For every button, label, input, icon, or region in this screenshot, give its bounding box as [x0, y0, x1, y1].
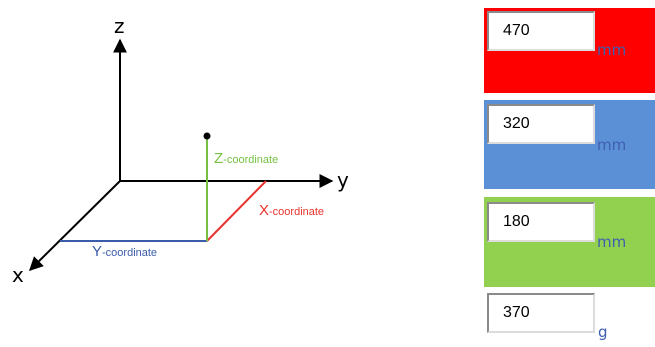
z-coordinate-label: Z-coordinate	[214, 150, 278, 167]
x-coordinate-line	[206, 180, 267, 242]
weight-panel: g	[484, 293, 655, 347]
x-value-input[interactable]	[487, 11, 595, 51]
y-unit-label: mm	[597, 136, 627, 154]
z-value-input[interactable]	[487, 202, 595, 242]
weight-unit-label: g	[598, 323, 608, 341]
x-value-panel: mm	[484, 8, 655, 93]
x-unit-label: mm	[597, 41, 627, 59]
coordinate-diagram: z y x Z-coordinate X-coordinate Y-coordi…	[12, 14, 349, 287]
y-axis-label: y	[337, 168, 349, 192]
x-axis	[29, 180, 121, 271]
x-coordinate-label: X-coordinate	[259, 202, 324, 219]
z-axis-label: z	[114, 14, 125, 38]
z-value-panel: mm	[484, 197, 655, 287]
z-unit-label: mm	[597, 233, 627, 251]
point-marker	[203, 132, 211, 140]
y-value-input[interactable]	[487, 104, 595, 144]
y-coordinate-label: Y-coordinate	[92, 243, 157, 260]
x-axis-label: x	[12, 263, 24, 287]
y-value-panel: mm	[484, 100, 655, 189]
weight-input[interactable]	[487, 293, 595, 333]
